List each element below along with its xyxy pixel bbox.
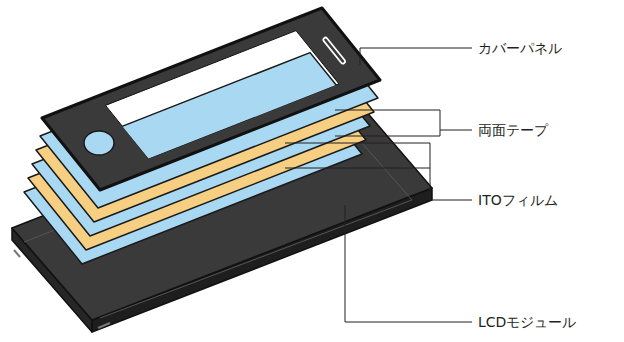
- leader-lines: [285, 48, 472, 322]
- part-label: カバーパネル: [478, 39, 562, 57]
- part-label: 両面テープ: [478, 121, 548, 139]
- part-label: ITOフィルム: [478, 191, 558, 209]
- cover-panel: [42, 8, 380, 190]
- part-label: LCDモジュール: [478, 313, 576, 331]
